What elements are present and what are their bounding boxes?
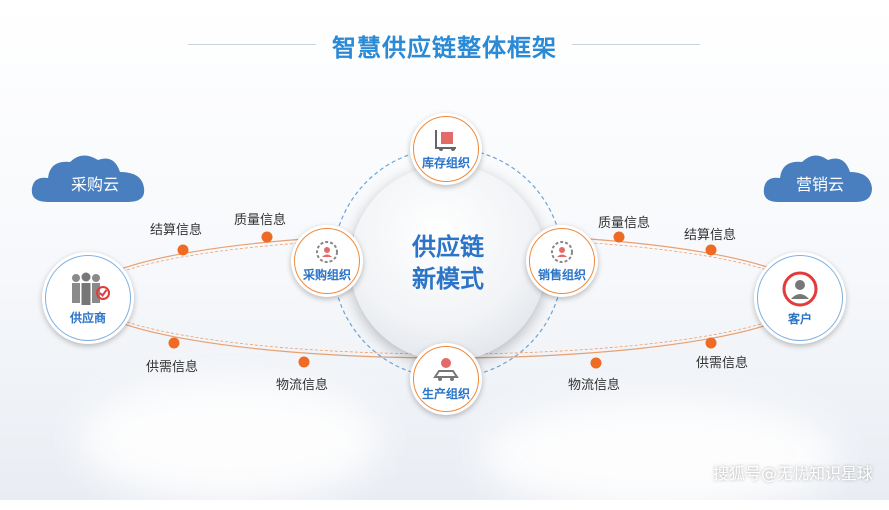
node-inventory[interactable]: 库存组织 [410, 113, 482, 185]
center-text-line2: 新模式 [412, 265, 484, 293]
info-label-quality-right: 质量信息 [598, 216, 651, 231]
info-dot [590, 357, 602, 369]
info-label-supply-demand-right: 供需信息 [696, 356, 749, 371]
marketing-cloud-label: 营销云 [795, 175, 844, 194]
page-title: 智慧供应链整体框架 [332, 34, 557, 62]
info-label-logistics-right: 物流信息 [568, 378, 621, 393]
info-label-logistics-left: 物流信息 [276, 378, 329, 393]
node-purchasing[interactable]: 采购组织 [291, 225, 363, 297]
info-dot [298, 356, 310, 368]
warehouse-icon [435, 129, 456, 151]
info-dot [705, 244, 717, 256]
background-haze [480, 400, 840, 510]
info-label-settlement-left: 结算信息 [150, 223, 203, 238]
purchasing-cloud-shape [31, 155, 145, 202]
node-sales[interactable]: 销售组织 [526, 225, 598, 297]
background-haze [80, 380, 380, 500]
watermark: 搜狐号@无忧知识星球 [712, 464, 873, 483]
info-dot [261, 231, 273, 243]
info-dot [177, 244, 189, 256]
node-label-purchasing: 采购组织 [302, 267, 351, 282]
info-label-quality-left: 质量信息 [234, 213, 287, 228]
info-label-settlement-right: 结算信息 [684, 228, 737, 243]
node-label-production: 生产组织 [421, 386, 470, 401]
center-text-line1: 供应链 [412, 233, 484, 261]
info-dot [168, 337, 180, 349]
marketing-cloud-shape [763, 155, 872, 202]
node-production[interactable]: 生产组织 [410, 343, 482, 415]
purchasing-cloud-label: 采购云 [70, 175, 119, 194]
car-production-icon [433, 357, 459, 381]
node-label-sales: 销售组织 [537, 267, 586, 282]
node-label-supplier: 供应商 [69, 310, 106, 325]
title-divider-left [188, 44, 316, 45]
info-dot [613, 231, 625, 243]
node-label-customer: 客户 [787, 311, 812, 326]
team-icon [72, 272, 110, 305]
gear-person-icon [551, 240, 573, 263]
center-circle: 供应链 新模式 [350, 165, 546, 361]
node-customer[interactable]: 客户 [754, 252, 846, 344]
info-dot [705, 337, 717, 349]
customer-avatar-icon [782, 271, 818, 306]
node-supplier[interactable]: 供应商 [42, 252, 134, 344]
title-divider-right [572, 44, 700, 45]
info-label-supply-demand-left: 供需信息 [146, 360, 199, 375]
gear-person-icon [316, 240, 338, 263]
node-label-inventory: 库存组织 [421, 155, 470, 170]
